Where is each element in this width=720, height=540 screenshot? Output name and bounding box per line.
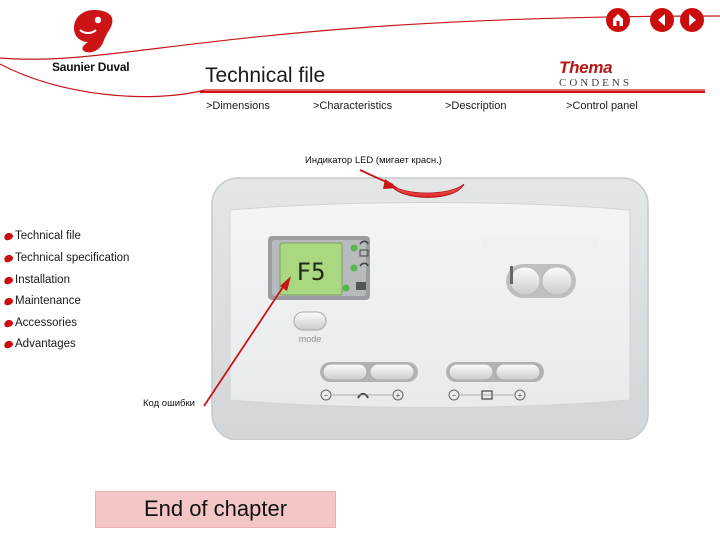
thema-condens-logo: Thema CONDENS [557, 58, 647, 92]
plus-sign: + [396, 391, 401, 400]
saunier-duval-logo: Saunier Duval [50, 8, 160, 74]
home-icon[interactable] [606, 8, 630, 32]
bullet-icon [2, 339, 15, 350]
annotation-led-indicator: Индикатор LED (мигает красн.) [305, 155, 442, 166]
forward-arrow-icon[interactable] [680, 8, 704, 32]
annotation-error-code: Код ошибки [143, 398, 195, 409]
bullet-icon [2, 231, 15, 242]
sidebar-item-label: Advantages [15, 338, 76, 350]
sidebar-item-label: Accessories [15, 317, 77, 329]
product-subtitle: CONDENS [559, 77, 632, 89]
boiler-control-panel: mode − + − + [211, 177, 649, 440]
page-navigation [606, 8, 710, 32]
minus-sign: − [324, 391, 329, 400]
header-swoosh [0, 15, 720, 98]
end-of-chapter-label: End of chapter [143, 496, 288, 521]
end-of-chapter-button[interactable]: End of chapter [95, 491, 336, 528]
company-name: Saunier Duval [52, 60, 130, 74]
page-title: Technical file [205, 64, 326, 87]
subnav-characteristics[interactable]: >Characteristics [313, 100, 393, 112]
back-arrow-icon[interactable] [650, 8, 674, 32]
bullet-icon [2, 318, 15, 329]
subnav-description[interactable]: >Description [445, 100, 507, 112]
product-name: Thema [559, 58, 613, 77]
bullet-icon [2, 275, 15, 286]
subnav-dimensions[interactable]: >Dimensions [206, 100, 270, 112]
title-divider [200, 91, 705, 93]
bullet-icon [2, 296, 15, 307]
subnav-control-panel[interactable]: >Control panel [566, 100, 638, 112]
sidebar-item-label: Installation [15, 274, 70, 286]
sidebar-item-label: Maintenance [15, 295, 81, 307]
led-indicator [389, 183, 465, 198]
minus-sign: − [452, 391, 457, 400]
sidebar-item-label: Technical specification [15, 252, 130, 264]
display-error-code: F5 [296, 258, 326, 286]
bullet-icon [2, 253, 15, 264]
plus-sign: + [518, 391, 523, 400]
seahorse-logo-icon [74, 10, 113, 53]
mode-label: mode [299, 334, 322, 344]
sidebar-item-label: Technical file [15, 230, 81, 242]
